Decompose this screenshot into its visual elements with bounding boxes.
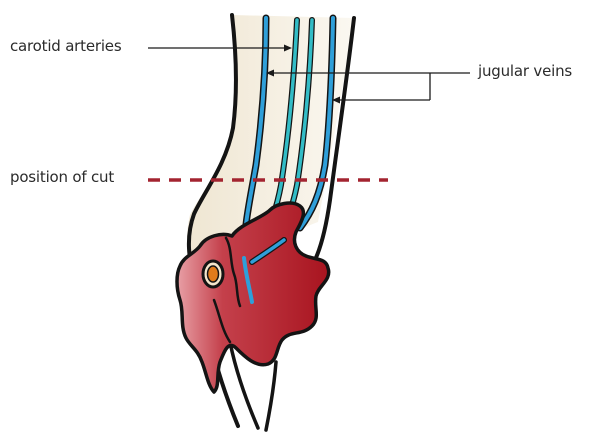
position-of-cut-label: position of cut xyxy=(10,168,114,186)
vertebra-inner xyxy=(208,266,219,282)
carotid-arteries-label: carotid arteries xyxy=(10,37,121,55)
neck-lower-right-outline xyxy=(266,362,276,430)
jugular-veins-label: jugular veins xyxy=(478,62,572,80)
